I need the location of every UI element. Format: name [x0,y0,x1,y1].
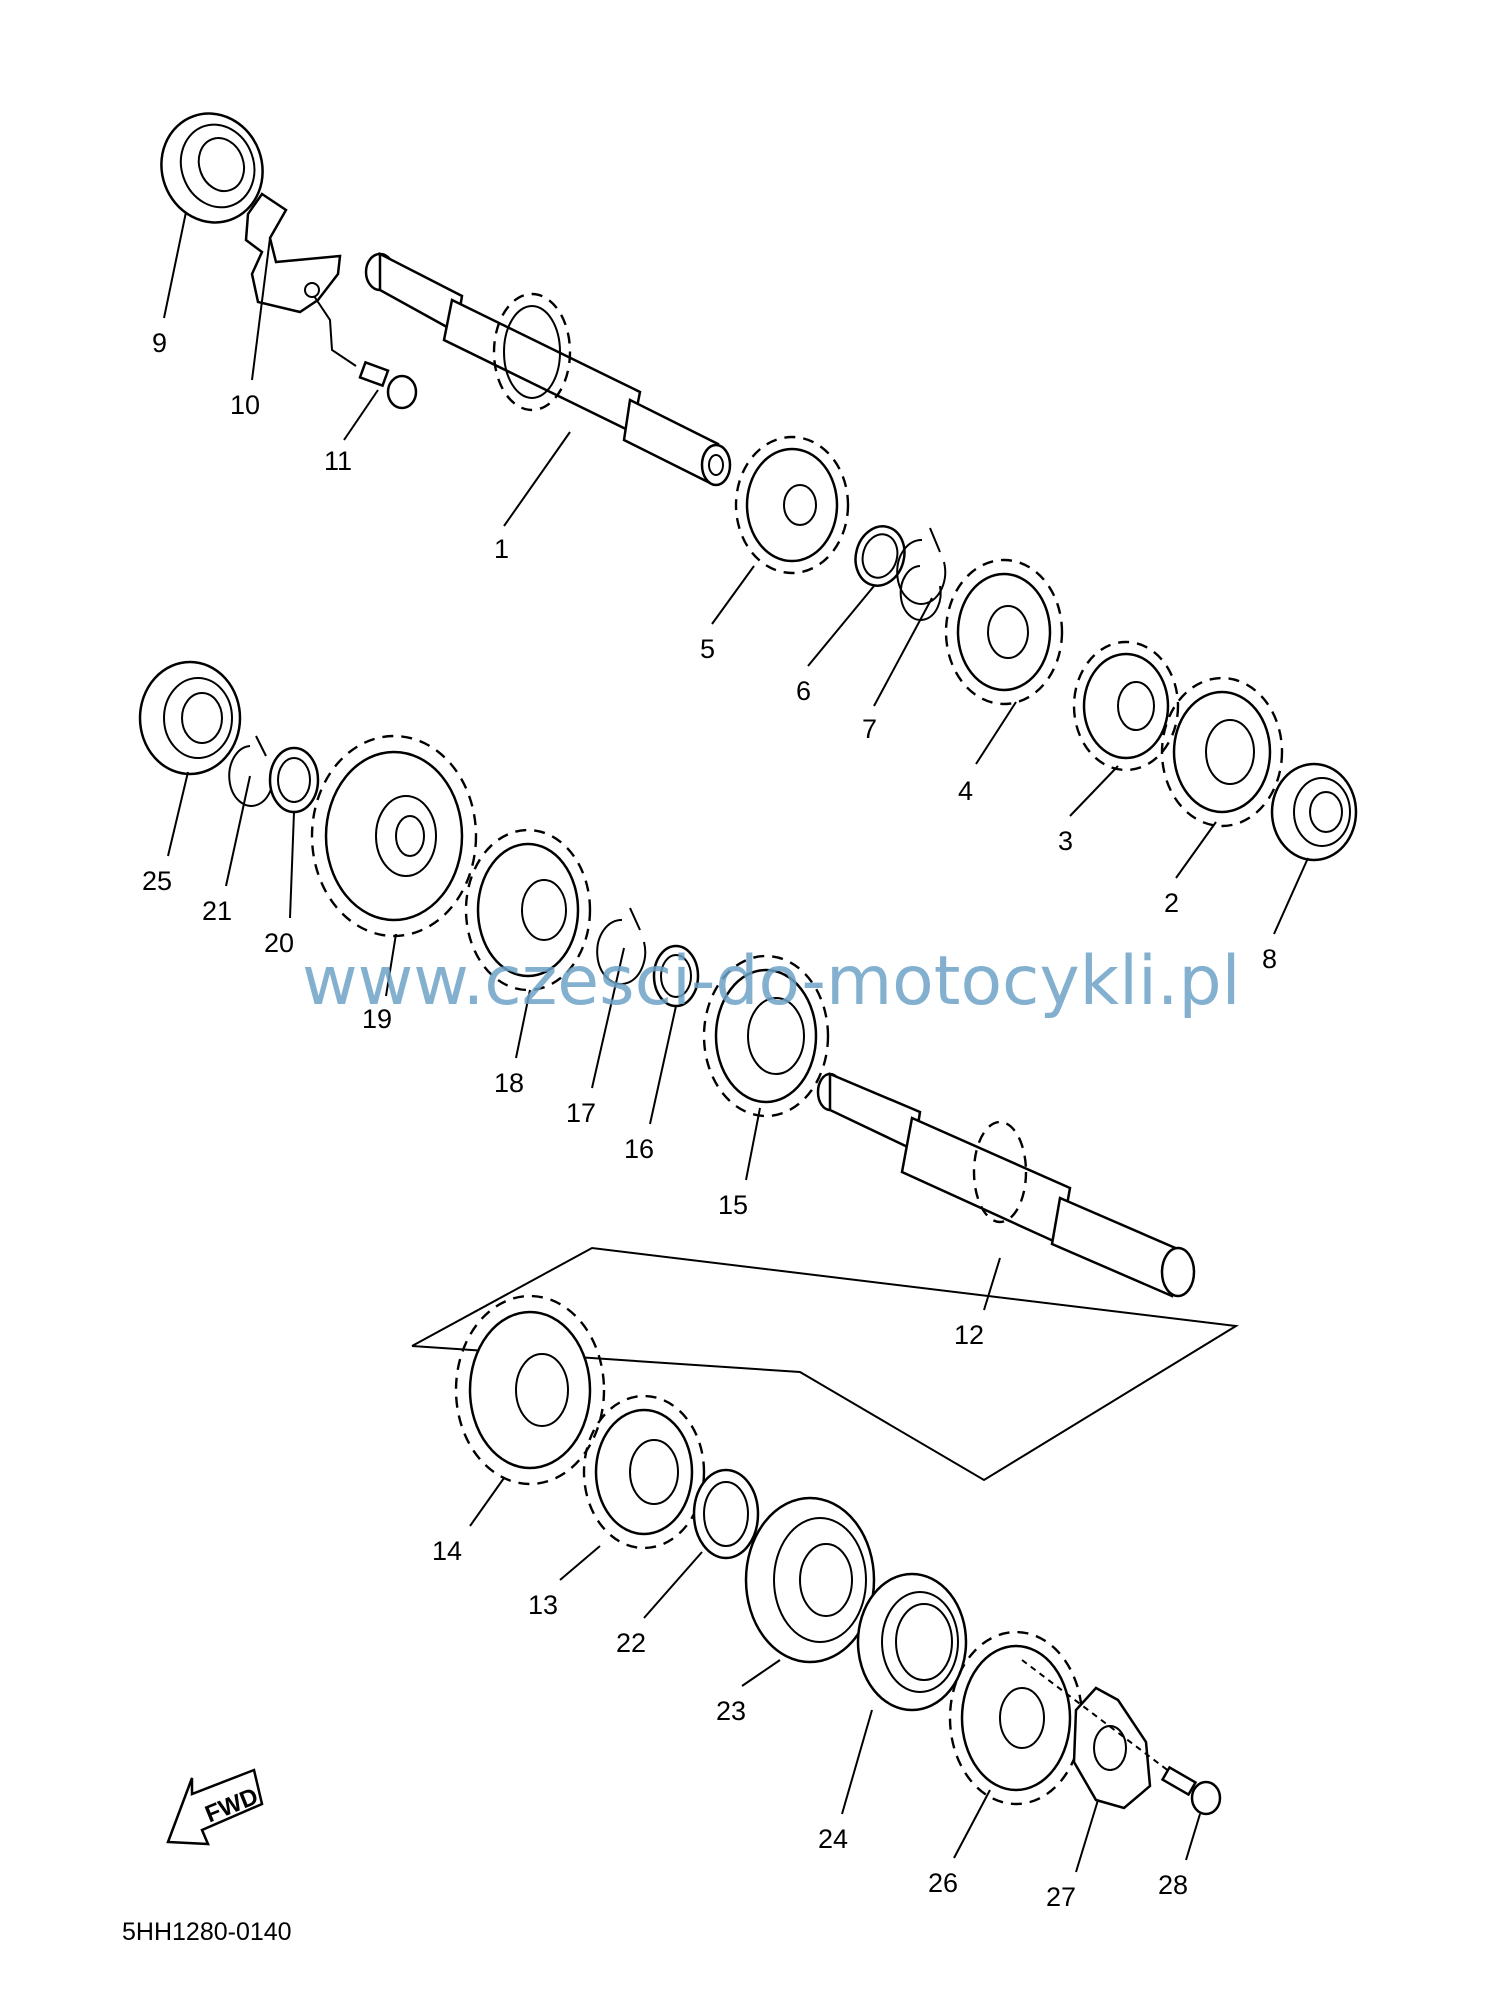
callout-12: 12 [954,1320,984,1350]
callout-25: 25 [142,866,172,896]
circlip-7-drawing [896,527,947,621]
callout-23: 23 [716,1696,746,1726]
washer-22-drawing [692,1468,760,1560]
bearing-9-drawing [160,112,264,224]
gear-14-drawing [454,1294,606,1486]
bolt-28-drawing [1160,1765,1222,1816]
callout-9: 9 [152,328,167,358]
callout-16: 16 [624,1134,654,1164]
watermark: www.czesci-do-motocykli.pl [302,942,1241,1021]
gear-3-drawing [1072,640,1180,772]
callout-4: 4 [958,776,973,806]
seal-24-drawing [856,1572,968,1712]
callout-22: 22 [616,1628,646,1658]
circlip-21-drawing [228,735,275,807]
callout-2: 2 [1164,888,1179,918]
gear-19-drawing [310,734,478,938]
callout-11: 11 [324,446,352,476]
gear-2-drawing [1160,676,1284,828]
callout-3: 3 [1058,826,1073,856]
bearing-8-drawing [1270,762,1358,862]
callout-7: 7 [862,714,877,744]
forward-arrow-icon: FWD [166,1768,264,1846]
callout-8: 8 [1262,944,1277,974]
leader-lines [163,211,1309,1873]
callout-21: 21 [202,896,232,926]
callout-28: 28 [1158,1870,1188,1900]
gear-4-drawing [944,558,1064,706]
shaft-12-drawing [816,1072,1196,1298]
callout-26: 26 [928,1868,958,1898]
screw-11-drawing [313,295,418,410]
bearing-25-drawing [138,660,242,776]
assembly-outline [411,1246,1239,1482]
diagram-code: 5HH1280-0140 [122,1918,292,1946]
callout-15: 15 [718,1190,748,1220]
callout-1: 1 [494,534,509,564]
callout-13: 13 [528,1590,558,1620]
callout-5: 5 [700,634,715,664]
gear-18-drawing [464,828,592,992]
callout-6: 6 [796,676,811,706]
gear-15-drawing [702,954,830,1118]
callout-14: 14 [432,1536,462,1566]
washer-6-drawing [854,525,906,587]
gear-5-drawing [734,435,850,575]
washer-20-drawing [268,746,320,814]
callout-24: 24 [818,1824,848,1854]
bearing-23-drawing [744,1496,876,1664]
callout-17: 17 [566,1098,596,1128]
alignment-line [1021,1659,1171,1773]
gear-13-drawing [582,1394,706,1550]
callout-18: 18 [494,1068,524,1098]
circlip-17-drawing [596,907,647,985]
callout-20: 20 [264,928,294,958]
sprocket-26-drawing [948,1630,1084,1806]
callout-10: 10 [230,390,260,420]
plate-10-drawing [244,192,342,314]
callout-27: 27 [1046,1882,1076,1912]
callout-19: 19 [362,1004,392,1034]
shaft-1-drawing [364,251,732,487]
plate-27-drawing [1072,1686,1152,1810]
